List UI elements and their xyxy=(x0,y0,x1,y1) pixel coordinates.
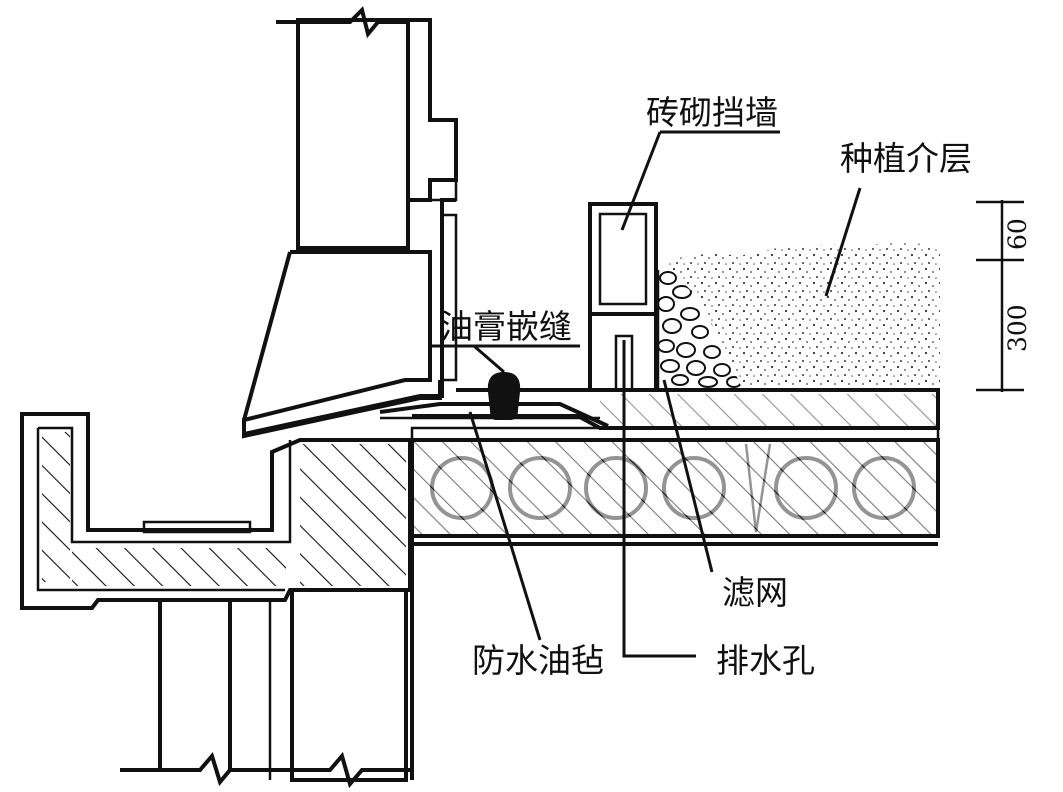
ointment-caulking-blob xyxy=(487,372,521,420)
label-waterproof-felt: 防水油毡 xyxy=(472,641,604,680)
screed-layer xyxy=(379,388,940,442)
label-ointment-caulking: 油膏嵌缝 xyxy=(440,307,572,346)
dimension-lines xyxy=(976,200,1024,392)
upper-wall xyxy=(276,6,458,250)
label-brick-retaining-wall: 砖砌挡墙 xyxy=(646,93,778,132)
dimension-300: 300 xyxy=(1003,304,1032,352)
label-drain-hole: 排水孔 xyxy=(716,641,815,680)
label-filter-net: 滤网 xyxy=(722,573,788,612)
cornice-overhang xyxy=(242,198,458,439)
label-planting-medium: 种植介层 xyxy=(840,139,972,178)
planting-medium xyxy=(664,243,940,388)
lower-wall xyxy=(120,588,410,789)
dimension-60: 60 xyxy=(1003,218,1032,250)
hollow-core-slab xyxy=(410,438,940,780)
leader-lines xyxy=(432,130,862,658)
gutter-beam xyxy=(20,412,412,610)
